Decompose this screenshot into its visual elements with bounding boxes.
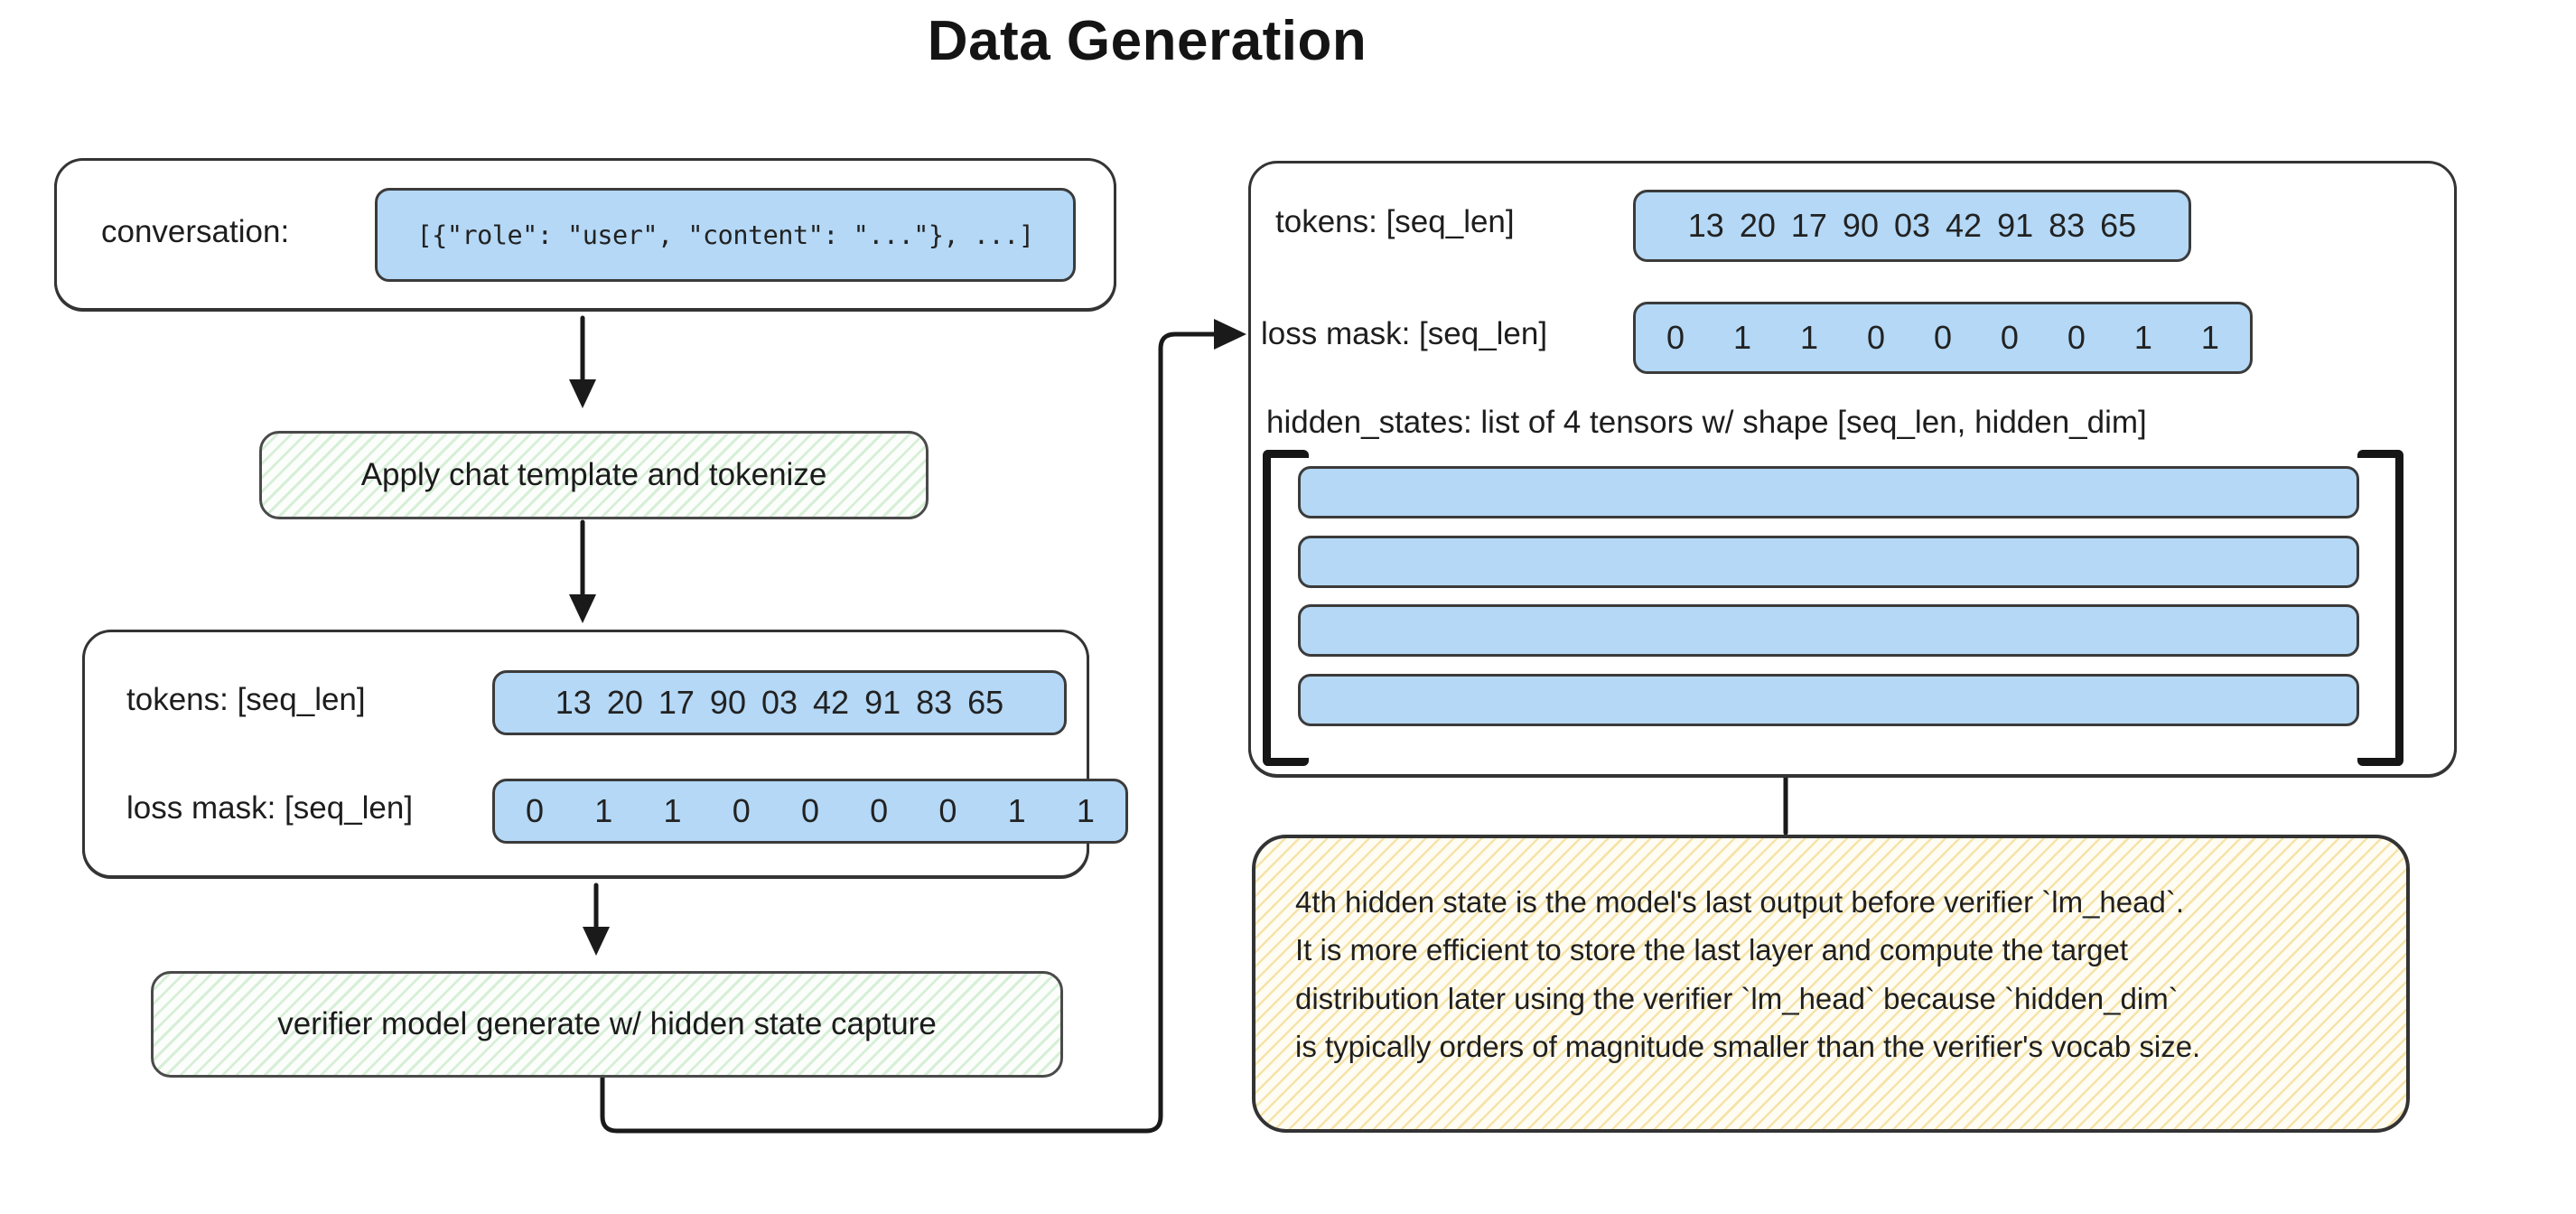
hidden-states-label: hidden_states: list of 4 tensors w/ shap… (1266, 405, 2147, 440)
mask-value: 0 (938, 792, 957, 829)
note-line: is typically orders of magnitude smaller… (1295, 1030, 2201, 1064)
conversation-code-text: [{"role": "user", "content": "..."}, ...… (416, 219, 1035, 250)
arrowhead-down-2 (569, 594, 596, 623)
token-value: 13 (555, 684, 592, 721)
loss-mask-label: loss mask: [seq_len] (126, 790, 414, 826)
mask-value: 0 (870, 792, 889, 829)
hidden-state-tensor-bar (1298, 535, 2359, 588)
token-value: 91 (864, 684, 901, 721)
token-value: 65 (2100, 207, 2137, 244)
token-value: 90 (1842, 207, 1879, 244)
token-value: 42 (813, 684, 850, 721)
mask-value: 1 (663, 792, 682, 829)
mask-value: 0 (800, 792, 819, 829)
hidden-state-tensor-bar (1298, 604, 2359, 658)
page-title: Data Generation (927, 10, 1367, 72)
arrowhead-right (1214, 319, 1246, 350)
mask-value: 1 (1799, 319, 1818, 356)
conversation-code-chip: [{"role": "user", "content": "..."}, ...… (375, 188, 1076, 282)
token-value: 20 (1739, 207, 1776, 244)
arrowhead-down-3 (583, 927, 610, 956)
apply-template-step: Apply chat template and tokenize (259, 431, 929, 519)
mask-value: 1 (594, 792, 613, 829)
tokens-chip: 13 20 17 90 03 42 91 83 65 (492, 670, 1067, 735)
output-tokens-label: tokens: [seq_len] (1275, 204, 1515, 239)
token-value: 20 (606, 684, 643, 721)
tokens-label: tokens: [seq_len] (126, 682, 366, 717)
token-value: 90 (709, 684, 746, 721)
hidden-state-tensor-bar (1298, 466, 2359, 518)
mask-value: 0 (1866, 319, 1885, 356)
token-value: 03 (1893, 207, 1931, 244)
mask-value: 0 (2067, 319, 2086, 356)
token-value: 83 (916, 684, 953, 721)
hidden-state-note: 4th hidden state is the model's last out… (1252, 835, 2410, 1133)
mask-value: 0 (1933, 319, 1952, 356)
left-bracket (1263, 450, 1309, 766)
token-value: 65 (967, 684, 1004, 721)
hidden-state-tensor-list (1298, 466, 2359, 726)
mask-value: 1 (2200, 319, 2219, 356)
token-value: 17 (1790, 207, 1827, 244)
token-value: 03 (761, 684, 798, 721)
mask-value: 1 (2133, 319, 2152, 356)
mask-value: 1 (1732, 319, 1752, 356)
note-line: 4th hidden state is the model's last out… (1295, 885, 2185, 919)
arrowhead-down-1 (569, 379, 596, 408)
output-tokens-chip: 13 20 17 90 03 42 91 83 65 (1633, 190, 2191, 262)
mask-value: 0 (1666, 319, 1685, 356)
hidden-state-tensor-bar (1298, 673, 2359, 726)
token-value: 17 (658, 684, 695, 721)
mask-value: 1 (1007, 792, 1026, 829)
note-line: It is more efficient to store the last l… (1295, 933, 2129, 967)
verifier-generate-step: verifier model generate w/ hidden state … (151, 971, 1063, 1078)
conversation-label: conversation: (101, 214, 290, 249)
mask-value: 0 (526, 792, 545, 829)
loss-mask-chip: 0 1 1 0 0 0 0 1 1 (492, 779, 1128, 844)
mask-value: 0 (2000, 319, 2019, 356)
output-loss-mask-label: loss mask: [seq_len] (1261, 316, 1548, 351)
mask-value: 0 (732, 792, 751, 829)
output-loss-mask-chip: 0 1 1 0 0 0 0 1 1 (1633, 302, 2253, 374)
token-value: 42 (1946, 207, 1983, 244)
right-bracket (2357, 450, 2403, 766)
token-value: 91 (1997, 207, 2034, 244)
note-line: distribution later using the verifier `l… (1295, 981, 2179, 1015)
token-value: 83 (2049, 207, 2086, 244)
mask-value: 1 (1076, 792, 1095, 829)
token-value: 13 (1687, 207, 1724, 244)
